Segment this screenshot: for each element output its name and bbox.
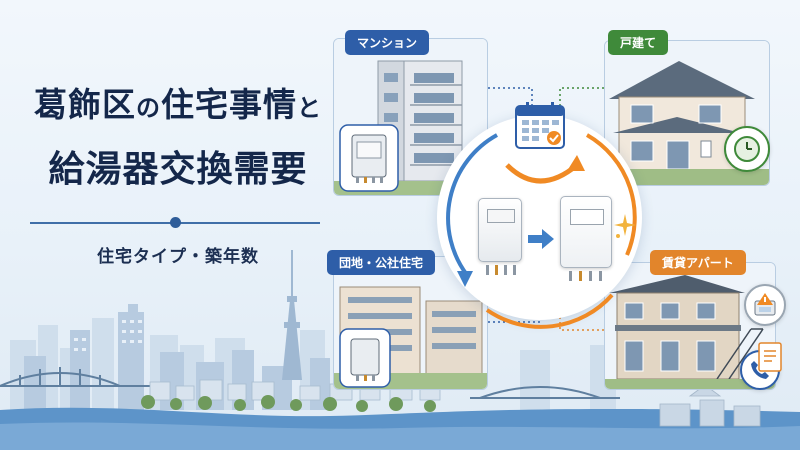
main-title-line-1: 葛飾区の住宅事情と bbox=[28, 78, 328, 126]
panel-apartment bbox=[604, 262, 776, 390]
clock-badge bbox=[724, 126, 770, 172]
document-icon bbox=[758, 342, 784, 374]
sparkle-icon bbox=[614, 214, 636, 240]
alert-icon bbox=[754, 293, 776, 316]
apartment-illustration bbox=[605, 263, 775, 389]
main-title-line-2: 給湯器交換需要 bbox=[48, 149, 308, 190]
calendar-icon bbox=[514, 100, 568, 152]
arrow-right-icon bbox=[528, 228, 554, 250]
old-heater-pipes bbox=[482, 262, 522, 275]
tag-danchi: 団地・公社住宅 bbox=[327, 250, 436, 275]
phone-icon bbox=[751, 361, 769, 379]
title-particle-to: と bbox=[297, 94, 322, 122]
alert-badge bbox=[744, 284, 786, 326]
subtitle: 住宅タイプ・築年数 bbox=[97, 247, 259, 267]
divider-dot bbox=[170, 217, 181, 228]
old-water-heater bbox=[478, 198, 522, 262]
clock-icon bbox=[734, 136, 760, 162]
tag-detached: 戸建て bbox=[608, 30, 669, 55]
detached-house-illustration bbox=[605, 41, 769, 185]
new-heater-pipes bbox=[564, 268, 610, 281]
title-particle-no: の bbox=[136, 94, 161, 122]
cycle-arrows bbox=[446, 133, 637, 329]
tag-mansion: マンション bbox=[345, 30, 430, 55]
new-water-heater bbox=[560, 196, 612, 268]
title-topic: 住宅事情 bbox=[161, 85, 297, 124]
title-ward: 葛飾区 bbox=[34, 85, 136, 124]
tag-apartment: 賃貸アパート bbox=[650, 250, 746, 275]
